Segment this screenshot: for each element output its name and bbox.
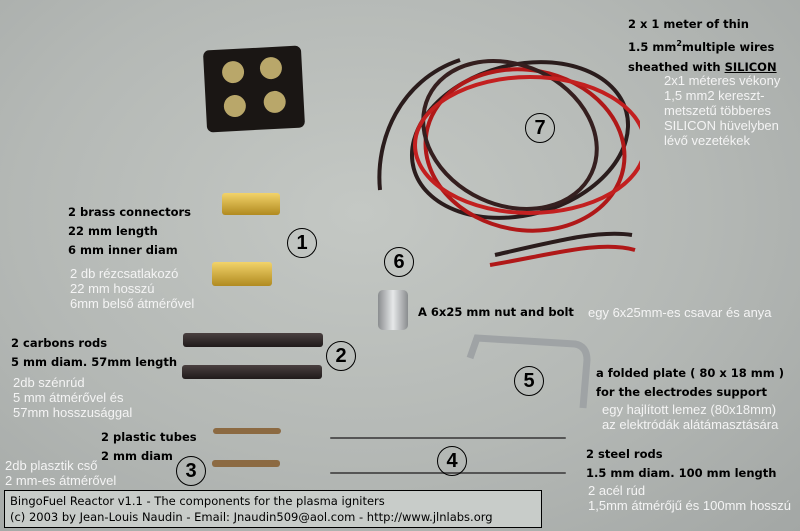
item-number-4: 4	[437, 446, 467, 476]
plate-label-en: a folded plate ( 80 x 18 mm )for the ele…	[596, 366, 785, 399]
item-number-7: 7	[525, 113, 555, 143]
brass-connector-photo	[222, 193, 280, 215]
folded-plate-photo	[466, 334, 591, 409]
carbon-rod-photo	[182, 365, 322, 379]
credits-box: BingoFuel Reactor v1.1 - The components …	[4, 490, 542, 528]
item-number-1: 1	[287, 228, 317, 258]
nut-bolt-photo	[378, 290, 408, 330]
carbon-rod-photo	[183, 333, 323, 347]
steel-rod-photo	[330, 437, 566, 439]
wires-label-en: 2 x 1 meter of thin 1.5 mm2multiple wire…	[628, 17, 777, 74]
item-number-6: 6	[384, 247, 414, 277]
item-number-5: 5	[514, 366, 544, 396]
plastic-tube-photo	[213, 428, 281, 434]
footer-credits: (c) 2003 by Jean-Louis Naudin - Email: J…	[10, 510, 493, 524]
bolt-label-en: A 6x25 mm nut and bolt	[418, 305, 574, 319]
item-number-2: 2	[326, 341, 356, 371]
bolt-label-hu: egy 6x25mm-es csavar és anya	[588, 305, 772, 320]
plastic-tube-photo	[212, 460, 280, 467]
terminal-block-photo	[202, 45, 306, 133]
footer-title: BingoFuel Reactor v1.1 - The components …	[10, 494, 385, 508]
silicon-wires-photo	[377, 58, 640, 267]
item-number-3: 3	[176, 456, 206, 486]
plate-label-hu: egy hajlított lemez (80x18mm)az elektród…	[602, 402, 779, 432]
brass-connector-photo	[212, 262, 272, 286]
